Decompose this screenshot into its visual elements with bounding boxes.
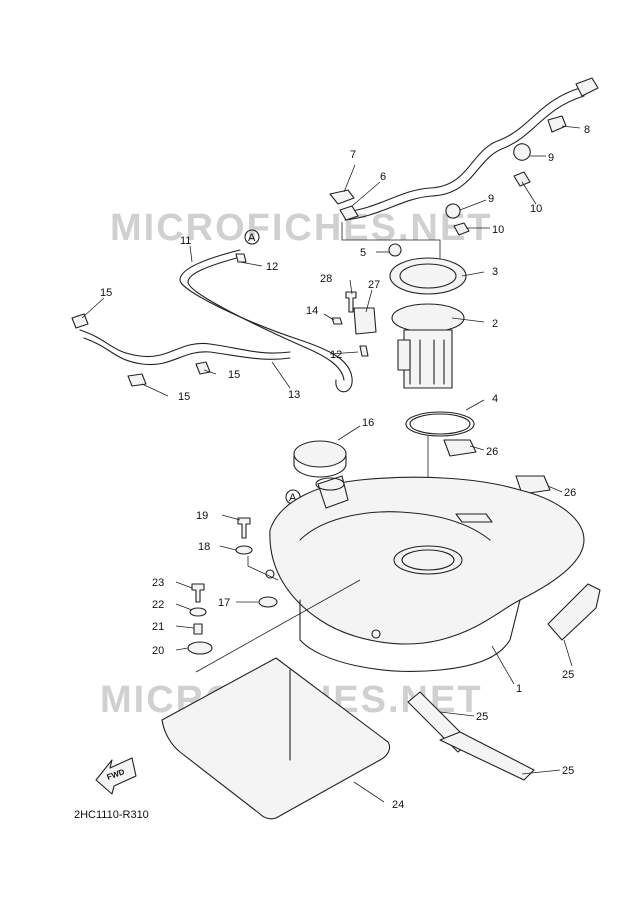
callout-labels: 1 2 3 4 5 6 7 8 9 9 10 10 11 12 12 13 14…: [100, 124, 590, 811]
hose-clamp-8: [547, 115, 567, 133]
bolt-28: [345, 291, 357, 313]
callout-2: 2: [492, 318, 498, 330]
clip-10a: [513, 171, 531, 187]
callout-22: 22: [152, 599, 164, 611]
damper-20: [187, 641, 213, 655]
bolt-19: [237, 517, 251, 539]
callout-5: 5: [360, 247, 366, 259]
callout-19: 19: [196, 510, 208, 522]
bolt-23: [191, 583, 205, 603]
callout-27: 27: [368, 279, 380, 291]
callout-3: 3: [492, 266, 498, 278]
callout-circle-a-upper: [244, 229, 260, 245]
callout-1: 1: [516, 683, 522, 695]
callout-20: 20: [152, 645, 164, 657]
cap-5: [388, 243, 402, 257]
hose-end-fitting: [575, 77, 599, 97]
grommet-9b: [445, 203, 461, 219]
holder-7: [329, 189, 355, 205]
grommet-9a: [513, 143, 531, 161]
callout-12a: 12: [266, 261, 278, 273]
callout-26b: 26: [564, 487, 576, 499]
hose-11: [179, 249, 353, 393]
pad-25a: [547, 583, 601, 641]
callout-11: 11: [180, 235, 191, 247]
damper-17: [258, 596, 278, 608]
watermark-top: MICROFICHES.NET: [110, 207, 493, 249]
callout-15a: 15: [100, 287, 112, 299]
callout-16: 16: [362, 417, 374, 429]
callout-25c: 25: [562, 765, 574, 777]
callout-a-lower: A: [289, 492, 297, 504]
callout-9a: 9: [548, 152, 554, 164]
callout-13: 13: [288, 389, 300, 401]
callout-12b: 12: [330, 349, 342, 361]
callout-25b: 25: [476, 711, 488, 723]
leader-lines: [81, 125, 581, 803]
washer-22: [189, 607, 207, 617]
callout-18: 18: [198, 541, 210, 553]
clip-12b: [359, 345, 369, 357]
callout-6: 6: [380, 171, 386, 183]
callout-9b: 9: [488, 193, 494, 205]
clip-14: [331, 317, 343, 325]
valve-27: [353, 307, 377, 335]
filler-cap-16: [293, 440, 347, 478]
callout-26a: 26: [486, 446, 498, 458]
clip-12a: [235, 253, 247, 263]
collar-21: [193, 623, 203, 635]
callout-15b: 15: [228, 369, 240, 381]
callout-10b: 10: [492, 224, 504, 236]
fuel-pump-2: [391, 303, 465, 389]
clip-10b: [453, 222, 470, 236]
fuel-tank-1: [265, 475, 585, 672]
callout-25a: 25: [562, 669, 574, 681]
callout-4: 4: [492, 393, 498, 405]
damper-26a: [443, 439, 477, 457]
collar-18: [235, 545, 253, 555]
o-ring-4: [405, 411, 475, 437]
callout-15c: 15: [178, 391, 190, 403]
protector-24: [161, 657, 391, 820]
clip-15a: [71, 313, 89, 329]
hose-fitting-6: [339, 205, 359, 221]
callout-23: 23: [152, 577, 164, 589]
hose-13: [79, 329, 291, 366]
callout-a-upper: A: [248, 232, 256, 244]
pump-ring-3: [389, 257, 467, 295]
pad-25c: [439, 731, 535, 781]
callout-24: 24: [392, 799, 404, 811]
callout-28: 28: [320, 273, 332, 285]
callout-8: 8: [584, 124, 590, 136]
fwd-arrow-icon: FWD: [95, 757, 137, 795]
damper-26b: [515, 475, 551, 495]
clip-15b: [195, 361, 211, 375]
callout-21: 21: [152, 621, 164, 633]
clip-15c: [127, 373, 147, 387]
callout-17: 17: [218, 597, 230, 609]
diagram-code: 2HC1110-R310: [74, 809, 149, 821]
vent-hose: [344, 77, 599, 221]
callout-7: 7: [350, 149, 356, 161]
callout-14: 14: [306, 305, 318, 317]
callout-10a: 10: [530, 203, 542, 215]
